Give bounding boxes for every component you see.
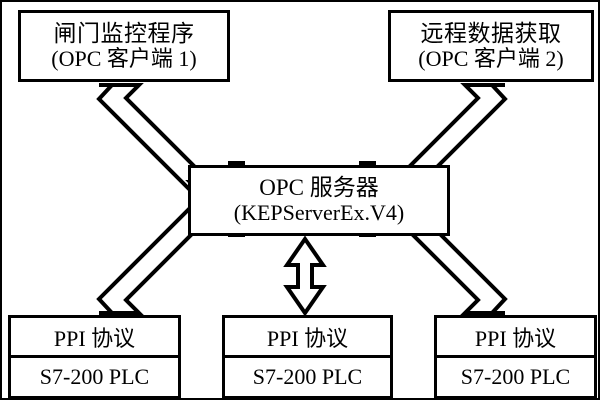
opc-server-box[interactable]: OPC 服务器 (KEPServerEx.V4) <box>188 165 450 236</box>
client-2-title: 远程数据获取 <box>420 20 562 46</box>
opc-server-subtitle: (KEPServerEx.V4) <box>233 200 405 226</box>
client-1-subtitle: (OPC 客户端 1) <box>51 45 197 71</box>
plc-2-protocol: PPI 协议 <box>225 318 390 358</box>
plc-1-device: S7-200 PLC <box>39 364 150 389</box>
plc-2-device: S7-200 PLC <box>252 364 363 389</box>
plc-3-protocol: PPI 协议 <box>437 318 594 358</box>
client-1-title: 闸门监控程序 <box>53 20 195 46</box>
plc-1-protocol: PPI 协议 <box>11 318 178 358</box>
plc-3-device: S7-200 PLC <box>460 364 571 389</box>
client-2-box[interactable]: 远程数据获取 (OPC 客户端 2) <box>388 10 594 82</box>
plc-node-3[interactable]: PPI 协议 S7-200 PLC <box>434 315 597 398</box>
opc-server-title: OPC 服务器 <box>259 175 379 201</box>
plc-node-1[interactable]: PPI 协议 S7-200 PLC <box>8 315 181 398</box>
arrow-server-to-plc-2 <box>283 235 327 317</box>
client-1-box[interactable]: 闸门监控程序 (OPC 客户端 1) <box>18 10 230 82</box>
plc-node-2[interactable]: PPI 协议 S7-200 PLC <box>222 315 393 398</box>
client-2-subtitle: (OPC 客户端 2) <box>418 45 564 71</box>
